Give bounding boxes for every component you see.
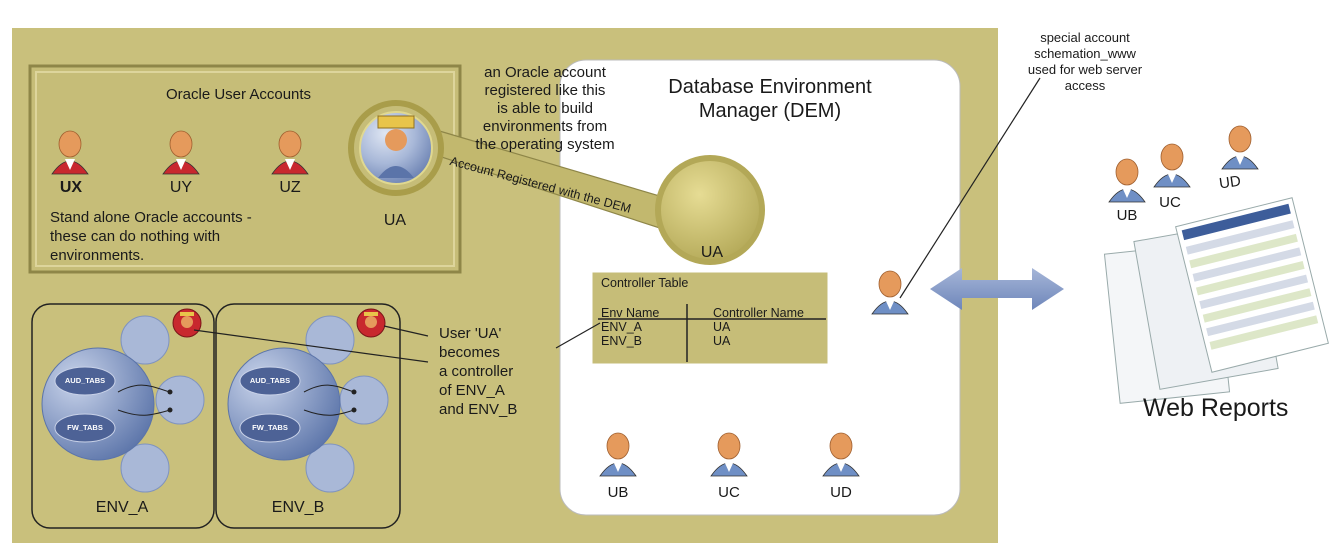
callout-registered-5: the operating system	[475, 136, 615, 153]
dem-user-uc: UC	[718, 484, 740, 501]
controller-note-1: User 'UA'	[439, 325, 502, 342]
controller-table-title: Controller Table	[601, 276, 689, 290]
env-a-label: ENV_A	[95, 499, 149, 516]
controller-table-box	[591, 271, 829, 365]
dem-title-1: Database Environment	[668, 76, 872, 98]
web-report-pages	[1103, 197, 1329, 404]
web-user-ub-icon	[1108, 158, 1146, 203]
controller-note-2: becomes	[439, 344, 500, 361]
special-account-note-3: used for web server	[1027, 62, 1143, 77]
controller-header-env: Env Name	[601, 306, 660, 320]
ua-crown-avatar-env-b	[356, 308, 386, 338]
dem-user-uc-icon	[710, 432, 748, 477]
user-label-ua: UA	[383, 212, 407, 229]
controller-row-1-env: ENV_A	[601, 320, 642, 334]
controller-note-3: a controller	[439, 363, 514, 380]
web-reports-label: Web Reports	[1143, 394, 1289, 422]
controller-note-4: of ENV_A	[439, 382, 505, 399]
special-account-note-2: schemation_www	[1034, 46, 1136, 61]
callout-registered-2: registered like this	[484, 82, 606, 99]
web-user-ub: UB	[1116, 207, 1138, 224]
oracle-accounts-title: Oracle User Accounts	[166, 86, 312, 103]
dem-ua-circle	[655, 155, 765, 265]
user-label-uz: UZ	[279, 179, 301, 196]
env-b-schema-diagram	[227, 315, 389, 493]
env-b-schema-1: AUD_TABS	[249, 376, 291, 385]
special-account-note-4: access	[1064, 78, 1106, 93]
dem-user-ud-icon	[822, 432, 860, 477]
callout-registered-3: is able to build	[497, 100, 593, 117]
env-a-schema-1: AUD_TABS	[64, 376, 106, 385]
dem-user-ub: UB	[607, 484, 629, 501]
callout-registered-4: environments from	[482, 118, 608, 135]
dem-user-ud: UD	[830, 484, 852, 501]
double-arrow	[930, 268, 1064, 310]
standalone-note-3: environments.	[50, 247, 145, 264]
ua-crown-avatar-env-a	[172, 308, 202, 338]
controller-row-2-env: ENV_B	[601, 334, 642, 348]
dem-circle-user: UA	[700, 244, 724, 261]
web-user-uc: UC	[1159, 194, 1181, 211]
standalone-note-1: Stand alone Oracle accounts -	[50, 209, 252, 226]
env-b-label: ENV_B	[271, 499, 325, 516]
controller-note-5: and ENV_B	[439, 401, 518, 418]
ua-portrait	[348, 100, 444, 196]
user-label-ux: UX	[59, 179, 83, 196]
user-icon-uy	[162, 130, 200, 175]
controller-header-controller: Controller Name	[713, 306, 805, 320]
standalone-note-2: these can do nothing with	[50, 228, 221, 245]
web-user-ud-icon	[1221, 125, 1259, 170]
callout-registered-1: an Oracle account	[484, 64, 606, 81]
web-server-user-icon	[871, 270, 909, 315]
env-a-schema-diagram	[41, 315, 205, 493]
dem-title-2: Manager (DEM)	[698, 100, 842, 122]
env-b-schema-2: FW_TABS	[252, 423, 288, 432]
dem-user-ub-icon	[599, 432, 637, 477]
user-icon-ux	[51, 130, 89, 175]
user-icon-uz	[271, 130, 309, 175]
special-account-note-1: special account	[1040, 30, 1130, 45]
env-a-schema-2: FW_TABS	[67, 423, 103, 432]
controller-row-1-controller: UA	[713, 320, 731, 334]
controller-row-2-controller: UA	[713, 334, 731, 348]
user-label-uy: UY	[169, 179, 193, 196]
web-user-uc-icon	[1153, 143, 1191, 188]
